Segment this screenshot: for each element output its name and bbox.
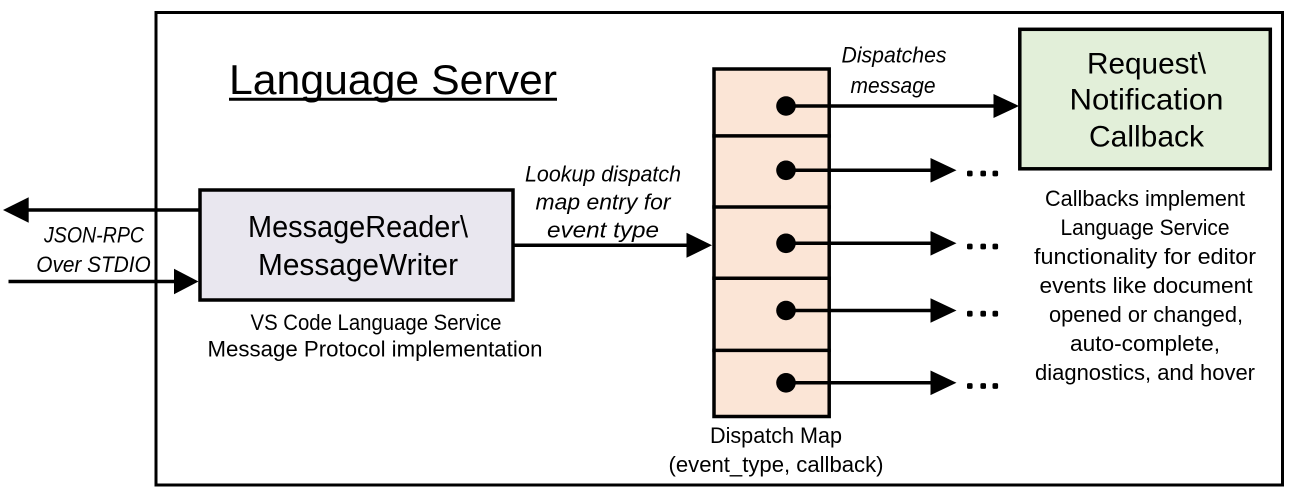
svg-text:Message Protocol implementatio: Message Protocol implementation xyxy=(208,337,543,362)
svg-text:diagnostics, and hover: diagnostics, and hover xyxy=(1035,360,1255,385)
svg-text:(event_type, callback): (event_type, callback) xyxy=(669,452,884,477)
svg-text:auto-complete,: auto-complete, xyxy=(1070,331,1220,356)
svg-text:VS Code Language Service: VS Code Language Service xyxy=(251,310,502,335)
svg-text:Language Service: Language Service xyxy=(1061,215,1230,240)
svg-text:MessageReader\: MessageReader\ xyxy=(248,209,468,244)
svg-text:Callbacks implement: Callbacks implement xyxy=(1045,186,1246,211)
svg-text:MessageWriter: MessageWriter xyxy=(258,247,458,282)
svg-text:message: message xyxy=(851,73,936,98)
svg-text:Callback: Callback xyxy=(1089,120,1205,153)
svg-text:map entry for: map entry for xyxy=(536,190,673,215)
svg-text:Lookup dispatch: Lookup dispatch xyxy=(525,162,681,187)
svg-text:event type: event type xyxy=(547,218,659,243)
svg-text:JSON-RPC: JSON-RPC xyxy=(43,223,144,248)
svg-text:functionality for editor: functionality for editor xyxy=(1034,244,1257,269)
svg-text:Over STDIO: Over STDIO xyxy=(36,252,151,277)
svg-text:Notification: Notification xyxy=(1070,84,1224,117)
svg-text:Language Server: Language Server xyxy=(229,56,557,103)
svg-text:opened or changed,: opened or changed, xyxy=(1049,302,1243,327)
svg-text:events like document: events like document xyxy=(1040,273,1254,298)
svg-text:Dispatches: Dispatches xyxy=(842,42,947,67)
svg-text:Dispatch Map: Dispatch Map xyxy=(710,423,842,448)
svg-text:Request\: Request\ xyxy=(1087,48,1207,81)
